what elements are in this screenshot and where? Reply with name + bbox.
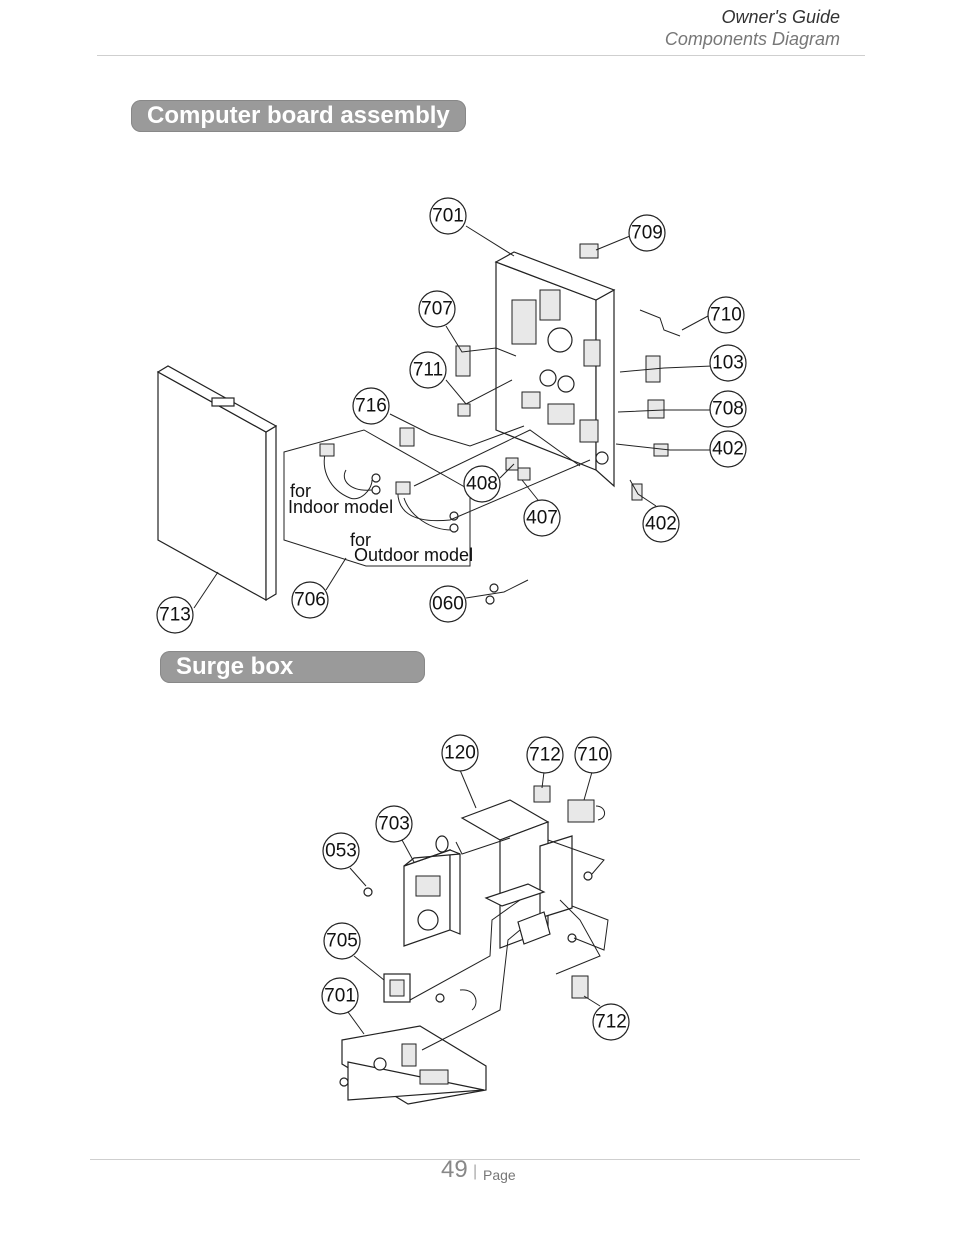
section-title-surge-box: Surge box assembly [160,651,425,712]
surge-bracket [460,799,573,949]
callout-712-lower: 712 [592,1003,630,1041]
callout-402: 402 [709,430,747,468]
callout-713: 713 [156,596,194,634]
section-title-computer-board: Computer board assembly [131,100,466,132]
page-number: 49 [441,1156,468,1183]
svg-text:408: 408 [466,474,498,495]
svg-text:711: 711 [413,360,443,381]
svg-text:407: 407 [526,508,558,529]
callout-707: 707 [418,290,456,328]
callout-053: 053 [322,832,360,870]
callout-712: 712 [526,736,564,774]
note-outdoor-for: for [350,530,371,550]
note-indoor-model: Indoor model [288,497,393,517]
footer-divider [90,1159,860,1160]
callout-701: 701 [429,197,467,235]
callout-708: 708 [709,390,747,428]
wiring-harness [319,443,459,533]
svg-text:710: 710 [577,745,609,766]
callout-060: 060 [429,585,467,623]
svg-text:708: 708 [712,399,744,420]
svg-text:709: 709 [631,223,663,244]
svg-text:706: 706 [294,590,326,611]
callout-701-surge: 701 [321,977,359,1015]
header-subtitle: Components Diagram [664,29,840,49]
callout-703: 703 [375,805,413,843]
callout-711: 711 [409,351,447,389]
callout-408: 408 [463,465,501,503]
surge-board [341,1025,487,1105]
surge-box [403,835,461,947]
svg-text:707: 707 [421,299,453,320]
svg-text:402: 402 [712,439,744,460]
main-board [494,251,616,488]
svg-text:701: 701 [432,206,464,227]
svg-text:705: 705 [326,931,358,952]
svg-text:053: 053 [325,841,357,862]
header-title: Owner's Guide [721,7,841,27]
svg-text:402: 402 [645,514,677,535]
svg-text:712: 712 [529,745,561,766]
callout-710-surge: 710 [574,736,612,774]
header-divider [97,55,865,56]
svg-text:716: 716 [355,396,387,417]
computer-board-diagram: 701 709 707 710 711 103 716 708 402 408 … [156,197,747,634]
leader-lines [193,225,713,609]
svg-text:103: 103 [712,353,744,374]
wiring-group-outline [283,429,471,567]
page-header: Owner's Guide Components Diagram [665,6,840,50]
callout-709: 709 [628,214,666,252]
surge-small-parts [339,785,605,1087]
note-outdoor-model: Outdoor model [354,545,473,565]
surge-leader-lines [347,769,609,1051]
page-separator: | [473,1163,478,1180]
surge-switch [383,973,411,1003]
callout-705: 705 [323,922,361,960]
svg-text:712: 712 [595,1012,627,1033]
svg-text:703: 703 [378,814,410,835]
callout-103: 103 [709,344,747,382]
cover-panel [156,365,278,602]
svg-text:710: 710 [710,305,742,326]
svg-text:120: 120 [444,743,476,764]
page-label: Page [483,1167,516,1183]
callout-402-lower: 402 [642,505,680,543]
svg-text:060: 060 [432,594,464,615]
callout-120: 120 [441,734,479,772]
callout-716: 716 [352,387,390,425]
svg-text:701: 701 [324,986,356,1007]
callout-706: 706 [291,581,329,619]
callout-407: 407 [523,499,561,537]
callout-710: 710 [707,296,745,334]
note-indoor-for: for [290,481,311,501]
svg-text:713: 713 [159,605,191,626]
